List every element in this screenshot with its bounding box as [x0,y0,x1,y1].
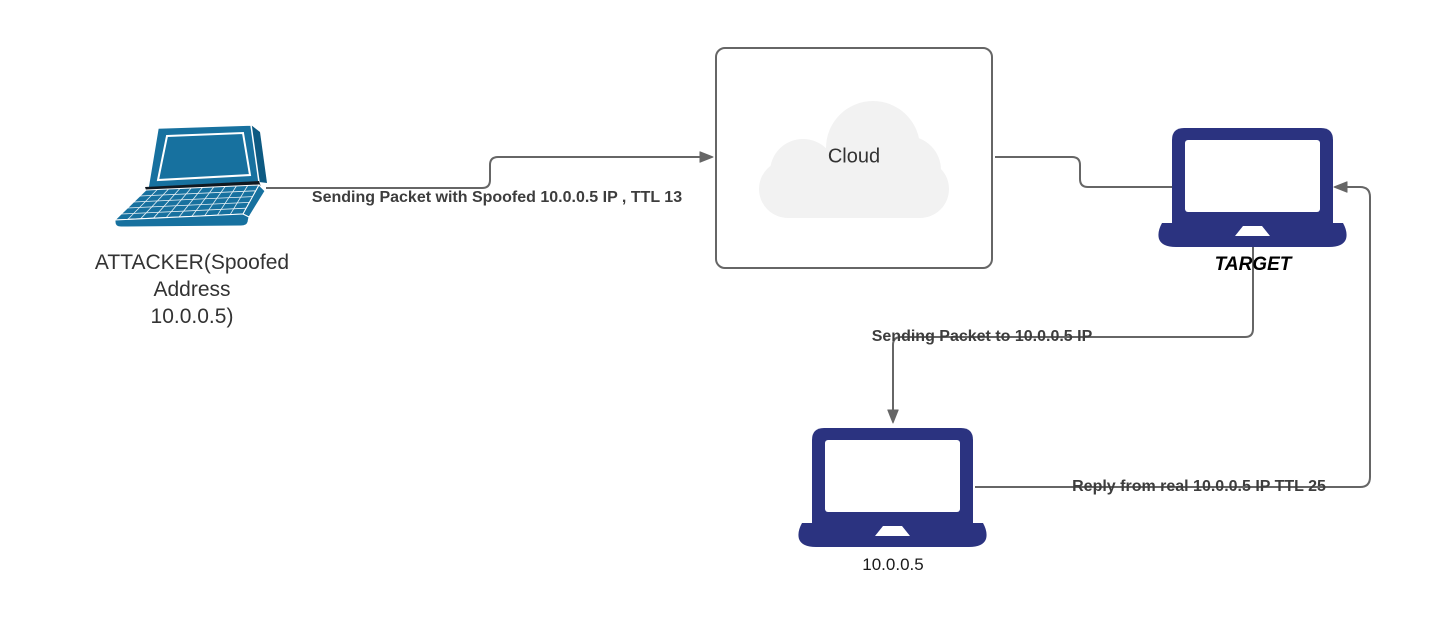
arrowhead-down-icon [887,409,899,424]
cloud-label: Cloud [827,145,881,168]
target-label: TARGET [1214,254,1292,275]
arrowhead-right-icon [699,151,714,163]
attacker-label: ATTACKER(Spoofed Address 10.0.0.5) [94,251,290,328]
arrowhead-left-icon [1333,181,1348,193]
edge-label-real-host-to-target: Reply from real 10.0.0.5 IP TTL 25 [1072,478,1326,495]
screen-display [156,131,252,182]
edge-label-attacker-to-cloud: Sending Packet with Spoofed 10.0.0.5 IP … [311,189,683,206]
cloud-icon [759,101,949,218]
edge-cloud-to-target [995,156,1174,188]
cloud-node: Cloud [715,47,993,269]
keyboard-grid [121,185,256,220]
screen-depth-edge [251,125,267,183]
edge-real-host-to-target [975,181,1371,488]
attacker-laptop-icon [113,125,267,227]
real-host-laptop-icon [798,428,987,547]
front-slab [114,213,250,227]
edge-label-target-to-real-host: Sending Packet to 10.0.0.5 IP [871,328,1093,345]
edge-target-to-real-host [887,247,1254,424]
edge-attacker-to-cloud [266,151,714,189]
target-laptop-icon [1158,128,1347,247]
real-host-label: 10.0.0.5 [862,555,924,574]
